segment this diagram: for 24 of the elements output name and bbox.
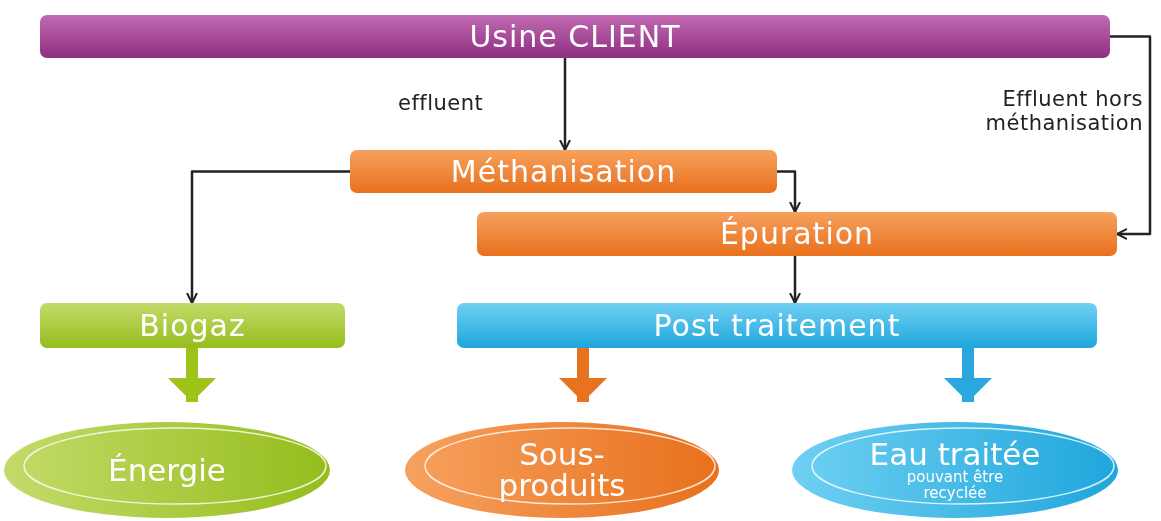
node-label: Énergie — [107, 454, 227, 486]
node-label: Usine CLIENT — [469, 21, 681, 52]
block-arrow — [944, 348, 992, 402]
connector-arrow — [777, 170, 801, 213]
connector-arrow — [789, 256, 801, 304]
ellipse-node — [790, 420, 1120, 520]
node-label: Sous-produits — [497, 439, 627, 501]
node-label: Méthanisation — [450, 156, 677, 187]
connector-arrow — [1110, 35, 1152, 240]
ellipse-node — [2, 420, 332, 520]
connector-arrow — [186, 170, 350, 304]
node-label: Eau traitée — [869, 438, 1041, 470]
node-label: Post traitement — [653, 310, 901, 341]
process-bar — [40, 303, 345, 348]
process-bar — [477, 212, 1117, 256]
block-arrow — [168, 348, 216, 402]
process-bar — [350, 150, 777, 193]
connector-arrow — [559, 58, 571, 151]
block-arrow — [559, 348, 607, 402]
process-bar — [40, 15, 1110, 58]
node-label: Biogaz — [139, 310, 246, 341]
ellipse-node — [403, 420, 721, 520]
process-bar — [457, 303, 1097, 348]
node-subtext: pouvant être recyclée — [905, 469, 1005, 502]
